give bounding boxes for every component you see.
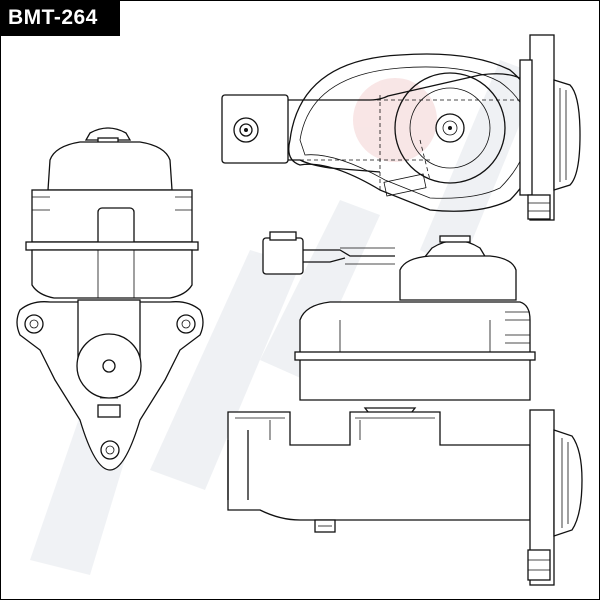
part-number-badge: BMT-264 xyxy=(0,0,120,36)
